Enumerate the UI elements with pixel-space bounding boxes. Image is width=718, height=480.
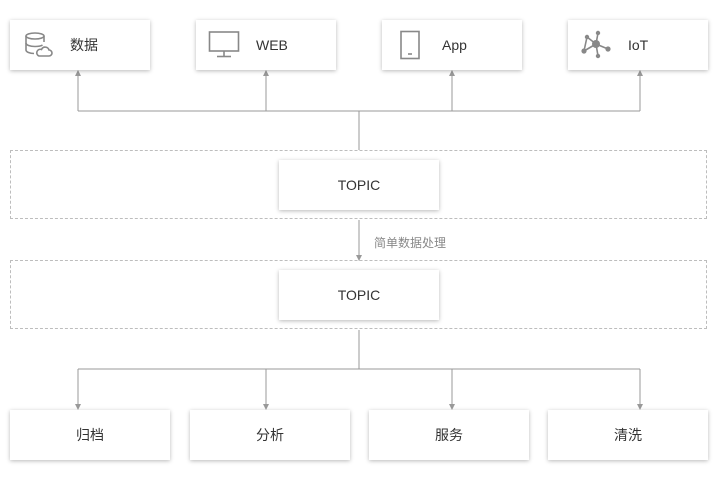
- upper-topic-zone: [10, 150, 707, 219]
- source-card-web: WEB: [196, 20, 336, 70]
- lower-topic-card: TOPIC: [279, 270, 439, 320]
- lower-topic-zone: [10, 260, 707, 329]
- source-label: WEB: [256, 37, 288, 53]
- consumer-card-archive: 归档: [10, 410, 170, 460]
- network-hub-icon: [580, 29, 612, 61]
- database-cloud-icon: [22, 29, 54, 61]
- monitor-icon: [208, 29, 240, 61]
- mobile-phone-icon: [394, 29, 426, 61]
- topic-label: TOPIC: [337, 287, 381, 303]
- consumer-label: 分析: [256, 427, 284, 443]
- consumer-label: 清洗: [614, 427, 642, 443]
- source-label: 数据: [70, 37, 98, 53]
- topic-label: TOPIC: [337, 177, 381, 193]
- source-card-iot: IoT: [568, 20, 708, 70]
- source-label: App: [442, 37, 467, 53]
- consumer-card-clean: 清洗: [548, 410, 708, 460]
- consumer-card-analysis: 分析: [190, 410, 350, 460]
- source-card-app: App: [382, 20, 522, 70]
- consumer-card-service: 服务: [369, 410, 529, 460]
- source-label: IoT: [628, 37, 649, 53]
- consumer-label: 服务: [435, 427, 463, 443]
- upper-topic-card: TOPIC: [279, 160, 439, 210]
- processing-edge-label: 简单数据处理: [374, 236, 447, 250]
- consumer-label: 归档: [76, 427, 104, 443]
- source-card-data: 数据: [10, 20, 150, 70]
